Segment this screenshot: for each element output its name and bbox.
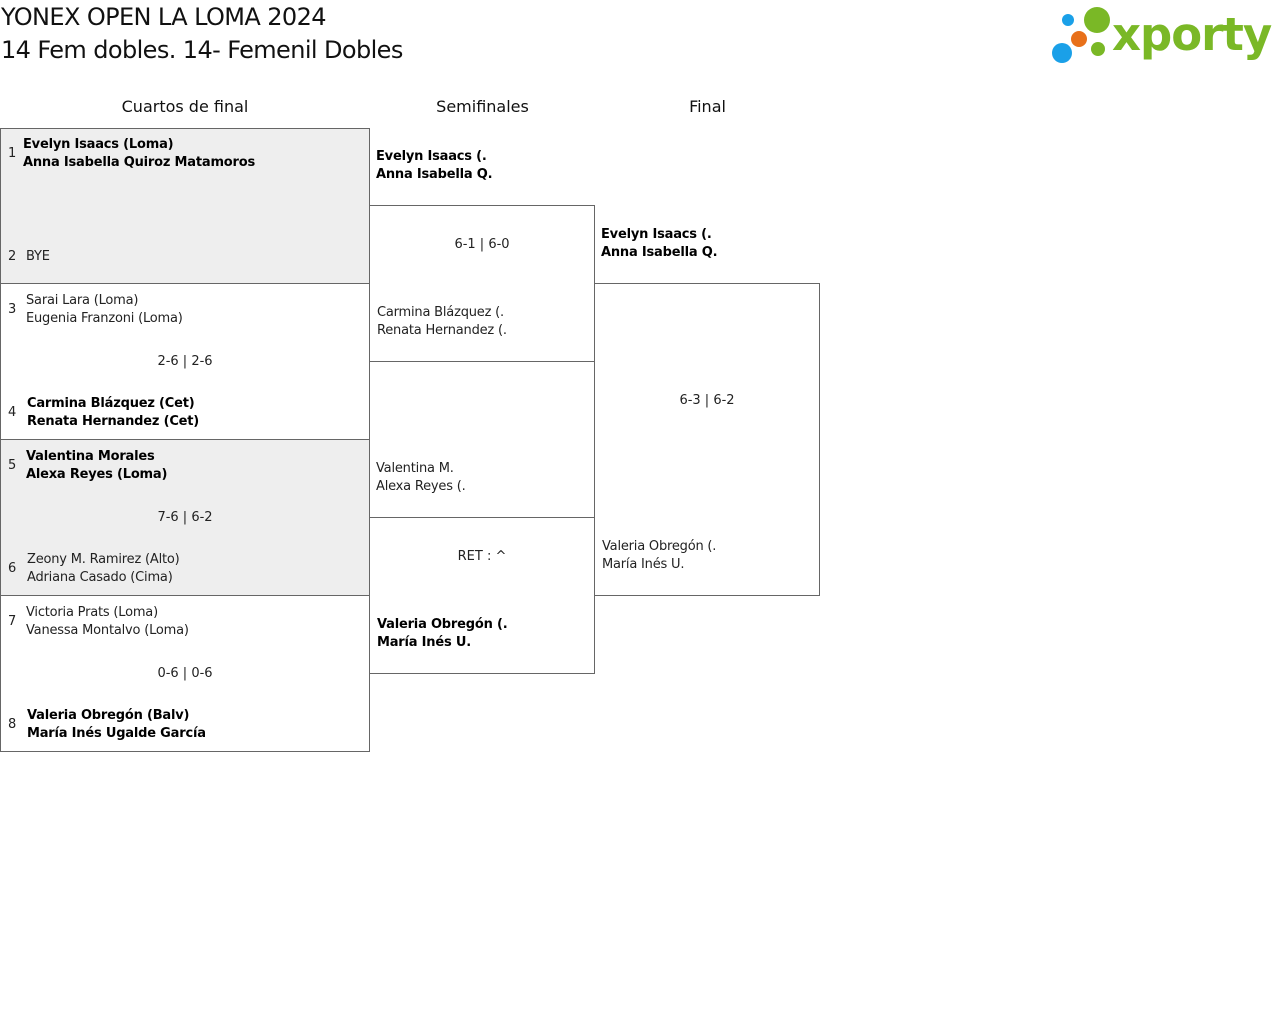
player-name: Valeria Obregón (. bbox=[602, 539, 717, 554]
seed-number: 3 bbox=[8, 302, 17, 317]
seed-number: 5 bbox=[8, 458, 17, 473]
match-score: 6-1 | 6-0 bbox=[454, 237, 510, 252]
player-name: Valentina Morales bbox=[26, 449, 155, 464]
semifinal-match-1: 6-1 | 6-0 Carmina Blázquez (. Renata Her… bbox=[369, 205, 595, 362]
team-entry-winner: Valeria Obregón (Balv) María Inés Ugalde… bbox=[27, 707, 206, 743]
player-name: María Inés U. bbox=[602, 557, 685, 572]
quarterfinal-match-2: 3 Sarai Lara (Loma) Eugenia Franzoni (Lo… bbox=[0, 283, 370, 440]
quarterfinal-match-1: 1 Evelyn Isaacs (Loma) Anna Isabella Qui… bbox=[0, 128, 370, 284]
semifinal-1-team-bottom: Carmina Blázquez (. Renata Hernandez (. bbox=[377, 304, 507, 340]
player-name: Evelyn Isaacs (Loma) bbox=[23, 137, 174, 152]
player-name: María Inés Ugalde García bbox=[27, 726, 206, 741]
seed-number: 8 bbox=[8, 717, 17, 732]
round-header-quarterfinals: Cuartos de final bbox=[121, 97, 249, 116]
logo-dots-icon bbox=[1052, 7, 1110, 63]
round-header-semifinals: Semifinales bbox=[436, 97, 529, 116]
quarterfinal-match-3: 5 Valentina Morales Alexa Reyes (Loma) 7… bbox=[0, 439, 370, 596]
round-header-final: Final bbox=[689, 97, 726, 116]
player-name: Alexa Reyes (Loma) bbox=[26, 467, 168, 482]
player-name: Renata Hernandez (Cet) bbox=[27, 414, 200, 429]
match-score: 0-6 | 0-6 bbox=[157, 666, 213, 681]
player-name: Carmina Blázquez (. bbox=[377, 305, 504, 320]
team-entry: Zeony M. Ramirez (Alto) Adriana Casado (… bbox=[27, 551, 180, 587]
player-name: Anna Isabella Q. bbox=[601, 245, 718, 260]
player-name: Eugenia Franzoni (Loma) bbox=[26, 311, 183, 326]
team-entry: Sarai Lara (Loma) Eugenia Franzoni (Loma… bbox=[26, 292, 183, 328]
team-entry: Victoria Prats (Loma) Vanessa Montalvo (… bbox=[26, 604, 189, 640]
seed-number: 4 bbox=[8, 405, 17, 420]
seed-number: 2 bbox=[8, 249, 17, 264]
player-name: Evelyn Isaacs (. bbox=[376, 149, 487, 164]
match-score: 6-3 | 6-2 bbox=[679, 393, 735, 408]
player-name: Valeria Obregón (Balv) bbox=[27, 708, 190, 723]
match-score: 7-6 | 6-2 bbox=[157, 510, 213, 525]
team-entry-winner: Evelyn Isaacs (Loma) Anna Isabella Quiro… bbox=[23, 136, 255, 172]
match-score: RET : ^ bbox=[457, 549, 507, 564]
semifinal-2-team-bottom: Valeria Obregón (. María Inés U. bbox=[377, 616, 508, 652]
player-name: Renata Hernandez (. bbox=[377, 323, 507, 338]
player-name: Anna Isabella Q. bbox=[376, 167, 493, 182]
player-name: Adriana Casado (Cima) bbox=[27, 570, 173, 585]
team-entry-winner: Carmina Blázquez (Cet) Renata Hernandez … bbox=[27, 395, 199, 431]
player-name: Zeony M. Ramirez (Alto) bbox=[27, 552, 180, 567]
xporty-logo: xporty bbox=[1050, 4, 1276, 68]
player-name: Victoria Prats (Loma) bbox=[26, 605, 158, 620]
seed-number: 6 bbox=[8, 561, 17, 576]
final-team-top: Evelyn Isaacs (. Anna Isabella Q. bbox=[601, 226, 718, 262]
player-name: Alexa Reyes (. bbox=[376, 479, 466, 494]
tournament-title: YONEX OPEN LA LOMA 2024 bbox=[1, 3, 327, 31]
team-entry-winner: Valentina Morales Alexa Reyes (Loma) bbox=[26, 448, 167, 484]
semifinal-1-team-top: Evelyn Isaacs (. Anna Isabella Q. bbox=[376, 148, 493, 184]
final-match: 6-3 | 6-2 Valeria Obregón (. María Inés … bbox=[594, 283, 820, 596]
semifinal-2-team-top: Valentina M. Alexa Reyes (. bbox=[376, 460, 466, 496]
seed-number: 7 bbox=[8, 614, 17, 629]
match-score: 2-6 | 2-6 bbox=[157, 354, 213, 369]
logo-wordmark: xporty bbox=[1112, 8, 1272, 61]
final-team-bottom: Valeria Obregón (. María Inés U. bbox=[602, 538, 716, 574]
seed-number: 1 bbox=[8, 146, 17, 161]
semifinal-match-2: RET : ^ Valeria Obregón (. María Inés U. bbox=[369, 517, 595, 674]
player-name: Vanessa Montalvo (Loma) bbox=[26, 623, 189, 638]
player-name: Carmina Blázquez (Cet) bbox=[27, 396, 195, 411]
player-name: María Inés U. bbox=[377, 635, 471, 650]
team-entry: BYE bbox=[26, 248, 50, 266]
quarterfinal-match-4: 7 Victoria Prats (Loma) Vanessa Montalvo… bbox=[0, 595, 370, 752]
bye-label: BYE bbox=[26, 249, 50, 264]
player-name: Valentina M. bbox=[376, 461, 454, 476]
player-name: Sarai Lara (Loma) bbox=[26, 293, 139, 308]
player-name: Evelyn Isaacs (. bbox=[601, 227, 712, 242]
player-name: Valeria Obregón (. bbox=[377, 617, 508, 632]
draw-subtitle: 14 Fem dobles. 14- Femenil Dobles bbox=[1, 36, 403, 64]
player-name: Anna Isabella Quiroz Matamoros bbox=[23, 155, 255, 170]
